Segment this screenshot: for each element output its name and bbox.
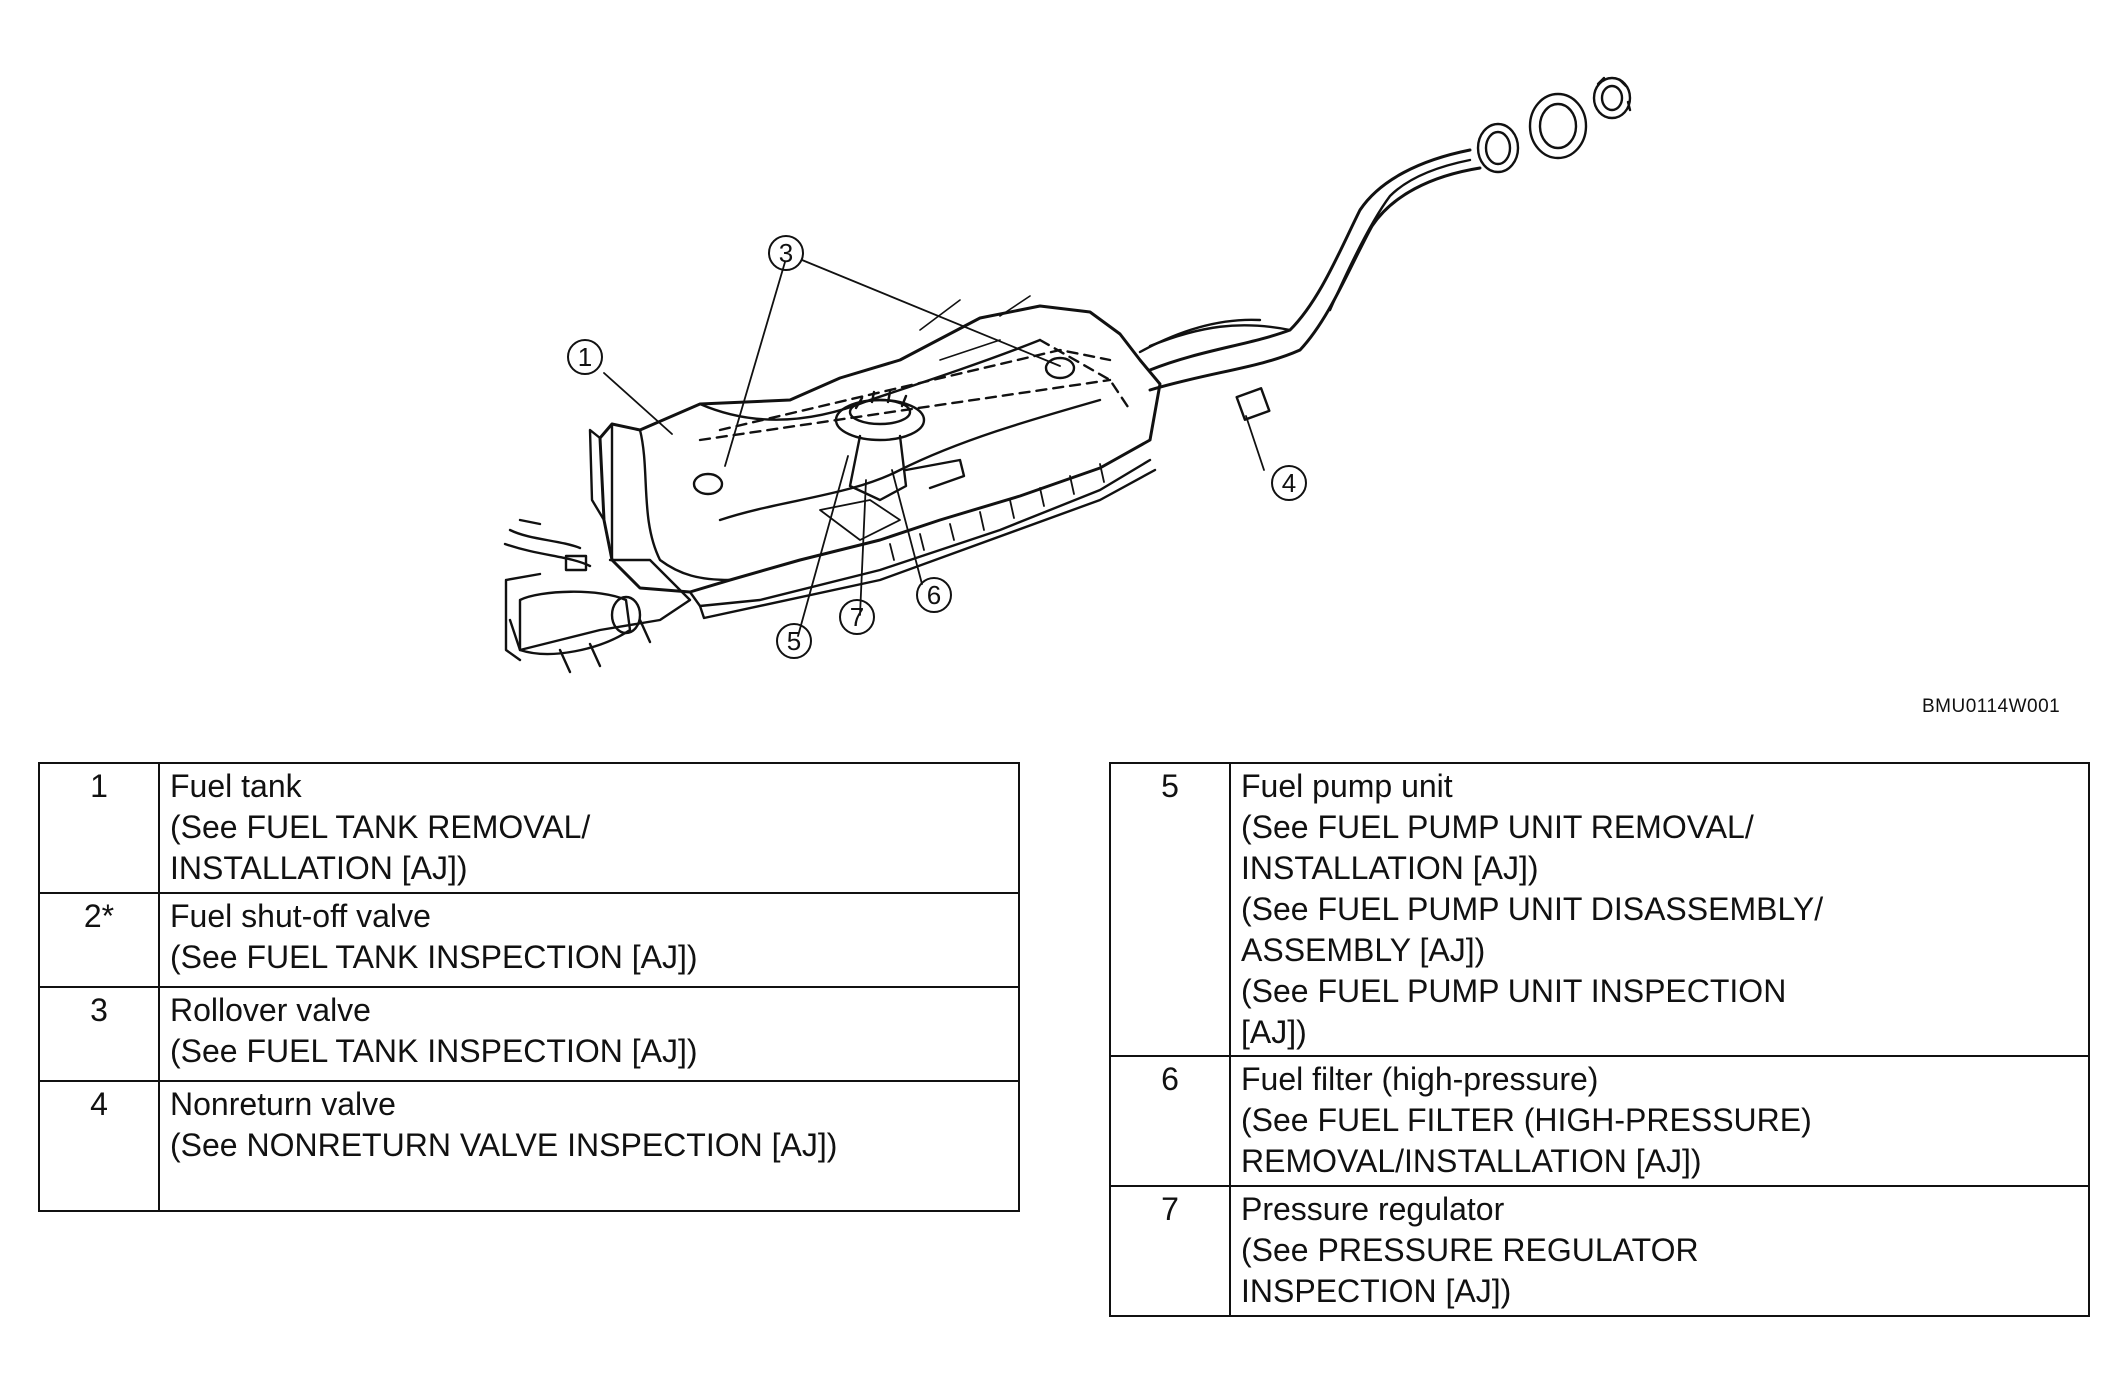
- legend-table-left: 1 Fuel tank (See FUEL TANK REMOVAL/ INST…: [38, 762, 1020, 1212]
- item-description: Rollover valve (See FUEL TANK INSPECTION…: [158, 986, 1020, 1082]
- item-reference: (See FUEL FILTER (HIGH-PRESSURE): [1241, 1102, 1812, 1138]
- item-reference: (See FUEL PUMP UNIT DISASSEMBLY/: [1241, 891, 1824, 927]
- fuel-system-diagram: 1 3 4 5 7 6: [503, 76, 1632, 674]
- item-number: 4: [38, 1080, 160, 1212]
- item-number: 6: [1109, 1055, 1231, 1187]
- item-reference: (See NONRETURN VALVE INSPECTION [AJ]): [170, 1127, 838, 1163]
- figure-code: BMU0114W001: [1922, 696, 2061, 717]
- fuel-pump-unit: [819, 390, 966, 541]
- item-reference: REMOVAL/INSTALLATION [AJ]): [1241, 1143, 1702, 1179]
- callout-label: 4: [1282, 468, 1296, 498]
- item-name: Nonreturn valve: [170, 1086, 396, 1122]
- callout-label: 6: [927, 580, 941, 610]
- item-number: 3: [38, 986, 160, 1082]
- filler-pipe: [1138, 76, 1632, 421]
- item-reference: (See PRESSURE REGULATOR: [1241, 1232, 1699, 1268]
- callout-markers: [567, 235, 1307, 659]
- callout-label: 7: [850, 602, 864, 632]
- item-reference: (See FUEL TANK REMOVAL/: [170, 809, 591, 845]
- callout-label: 1: [578, 342, 592, 372]
- item-number: 1: [38, 762, 160, 894]
- item-description: Nonreturn valve (See NONRETURN VALVE INS…: [158, 1080, 1020, 1212]
- item-description: Fuel shut-off valve (See FUEL TANK INSPE…: [158, 892, 1020, 988]
- item-reference: INSTALLATION [AJ]): [170, 850, 468, 886]
- item-reference: (See FUEL TANK INSPECTION [AJ]): [170, 1033, 698, 1069]
- item-number: 5: [1109, 762, 1231, 1057]
- callout-label: 5: [787, 626, 801, 656]
- table-row: 3 Rollover valve (See FUEL TANK INSPECTI…: [38, 986, 1020, 1082]
- item-name: Fuel pump unit: [1241, 768, 1453, 804]
- item-name: Fuel filter (high-pressure): [1241, 1061, 1599, 1097]
- table-row: 7 Pressure regulator (See PRESSURE REGUL…: [1109, 1185, 2090, 1317]
- item-name: Fuel tank: [170, 768, 302, 804]
- table-row: 2* Fuel shut-off valve (See FUEL TANK IN…: [38, 892, 1020, 988]
- callout-label: 3: [779, 238, 793, 268]
- item-description: Pressure regulator (See PRESSURE REGULAT…: [1229, 1185, 2090, 1317]
- item-reference: [AJ]): [1241, 1014, 1307, 1050]
- item-reference: (See FUEL PUMP UNIT INSPECTION: [1241, 973, 1787, 1009]
- table-row: 4 Nonreturn valve (See NONRETURN VALVE I…: [38, 1080, 1020, 1212]
- item-description: Fuel pump unit (See FUEL PUMP UNIT REMOV…: [1229, 762, 2090, 1057]
- fuel-tank: [588, 295, 1162, 620]
- item-reference: ASSEMBLY [AJ]): [1241, 932, 1486, 968]
- item-description: Fuel tank (See FUEL TANK REMOVAL/ INSTAL…: [158, 762, 1020, 894]
- item-reference: (See FUEL TANK INSPECTION [AJ]): [170, 939, 698, 975]
- item-name: Rollover valve: [170, 992, 371, 1028]
- item-reference: INSPECTION [AJ]): [1241, 1273, 1512, 1309]
- canister-assembly: [503, 518, 692, 674]
- callout-leaders: [603, 259, 1265, 637]
- table-row: 6 Fuel filter (high-pressure) (See FUEL …: [1109, 1055, 2090, 1187]
- legend-table-right: 5 Fuel pump unit (See FUEL PUMP UNIT REM…: [1109, 762, 2090, 1317]
- item-reference: (See FUEL PUMP UNIT REMOVAL/: [1241, 809, 1754, 845]
- table-row: 1 Fuel tank (See FUEL TANK REMOVAL/ INST…: [38, 762, 1020, 894]
- item-description: Fuel filter (high-pressure) (See FUEL FI…: [1229, 1055, 2090, 1187]
- item-reference: INSTALLATION [AJ]): [1241, 850, 1539, 886]
- item-number: 2*: [38, 892, 160, 988]
- item-name: Fuel shut-off valve: [170, 898, 431, 934]
- item-number: 7: [1109, 1185, 1231, 1317]
- table-row: 5 Fuel pump unit (See FUEL PUMP UNIT REM…: [1109, 762, 2090, 1057]
- item-name: Pressure regulator: [1241, 1191, 1505, 1227]
